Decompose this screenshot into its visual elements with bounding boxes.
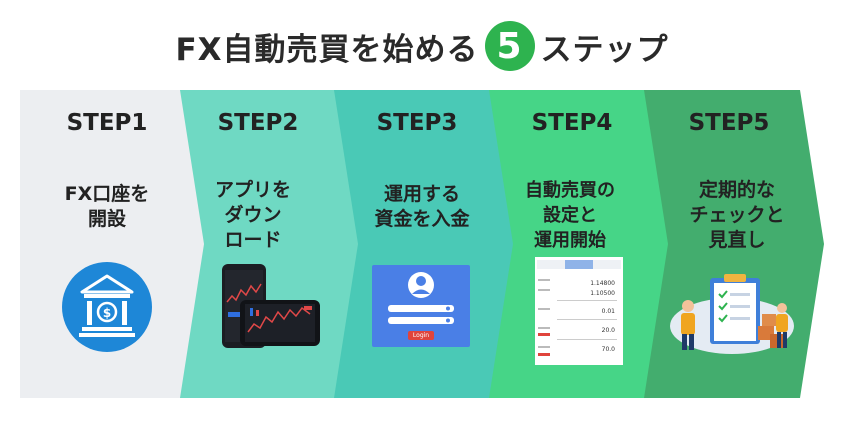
checklist-illustration (670, 274, 794, 354)
trading-app-screenshot (222, 264, 320, 348)
login-button: Login (408, 331, 434, 340)
step-4: STEP4 自動売買の 設定と 運用開始 1.14800 1.10500 0.0… (477, 90, 657, 398)
page-title: FX自動売買を始める 5 ステップ (0, 18, 844, 74)
title-prefix: FX自動売買を始める (175, 31, 479, 68)
step-2-label: STEP2 (217, 110, 299, 136)
step-3: STEP3 運用する 資金を入金 Login (322, 90, 502, 398)
step-1: STEP1 FX口座を 開設 $ (20, 90, 190, 398)
step-3-label: STEP3 (376, 110, 458, 136)
step-count-badge: 5 (484, 21, 535, 71)
settings-form-screenshot: 1.14800 1.10500 0.01 20.0 70.0 (535, 257, 623, 365)
setting-value-1: 1.14800 (590, 280, 615, 287)
step-2: STEP2 アプリを ダウン ロード (168, 90, 348, 398)
step-5-label: STEP5 (688, 110, 770, 136)
setting-value-4: 20.0 (601, 327, 615, 334)
step-5: STEP5 定期的な チェックと 見直し (632, 90, 822, 398)
setting-value-2: 1.10500 (590, 290, 615, 297)
login-form-illustration: Login (372, 265, 470, 347)
step-4-label: STEP4 (531, 110, 613, 136)
setting-value-3: 0.01 (601, 308, 615, 315)
step-5-description: 定期的な チェックと 見直し (689, 179, 785, 251)
svg-text:$: $ (103, 306, 111, 320)
step-3-description: 運用する 資金を入金 (374, 183, 470, 230)
step-4-description: 自動売買の 設定と 運用開始 (525, 180, 615, 251)
step-2-description: アプリを ダウン ロード (214, 179, 291, 251)
bank-icon: $ (62, 262, 152, 352)
step-1-label: STEP1 (66, 110, 148, 136)
step-1-description: FX口座を 開設 (64, 183, 150, 230)
title-suffix: ステップ (540, 31, 669, 68)
setting-value-5: 70.0 (601, 346, 615, 353)
user-avatar-icon (388, 272, 454, 324)
